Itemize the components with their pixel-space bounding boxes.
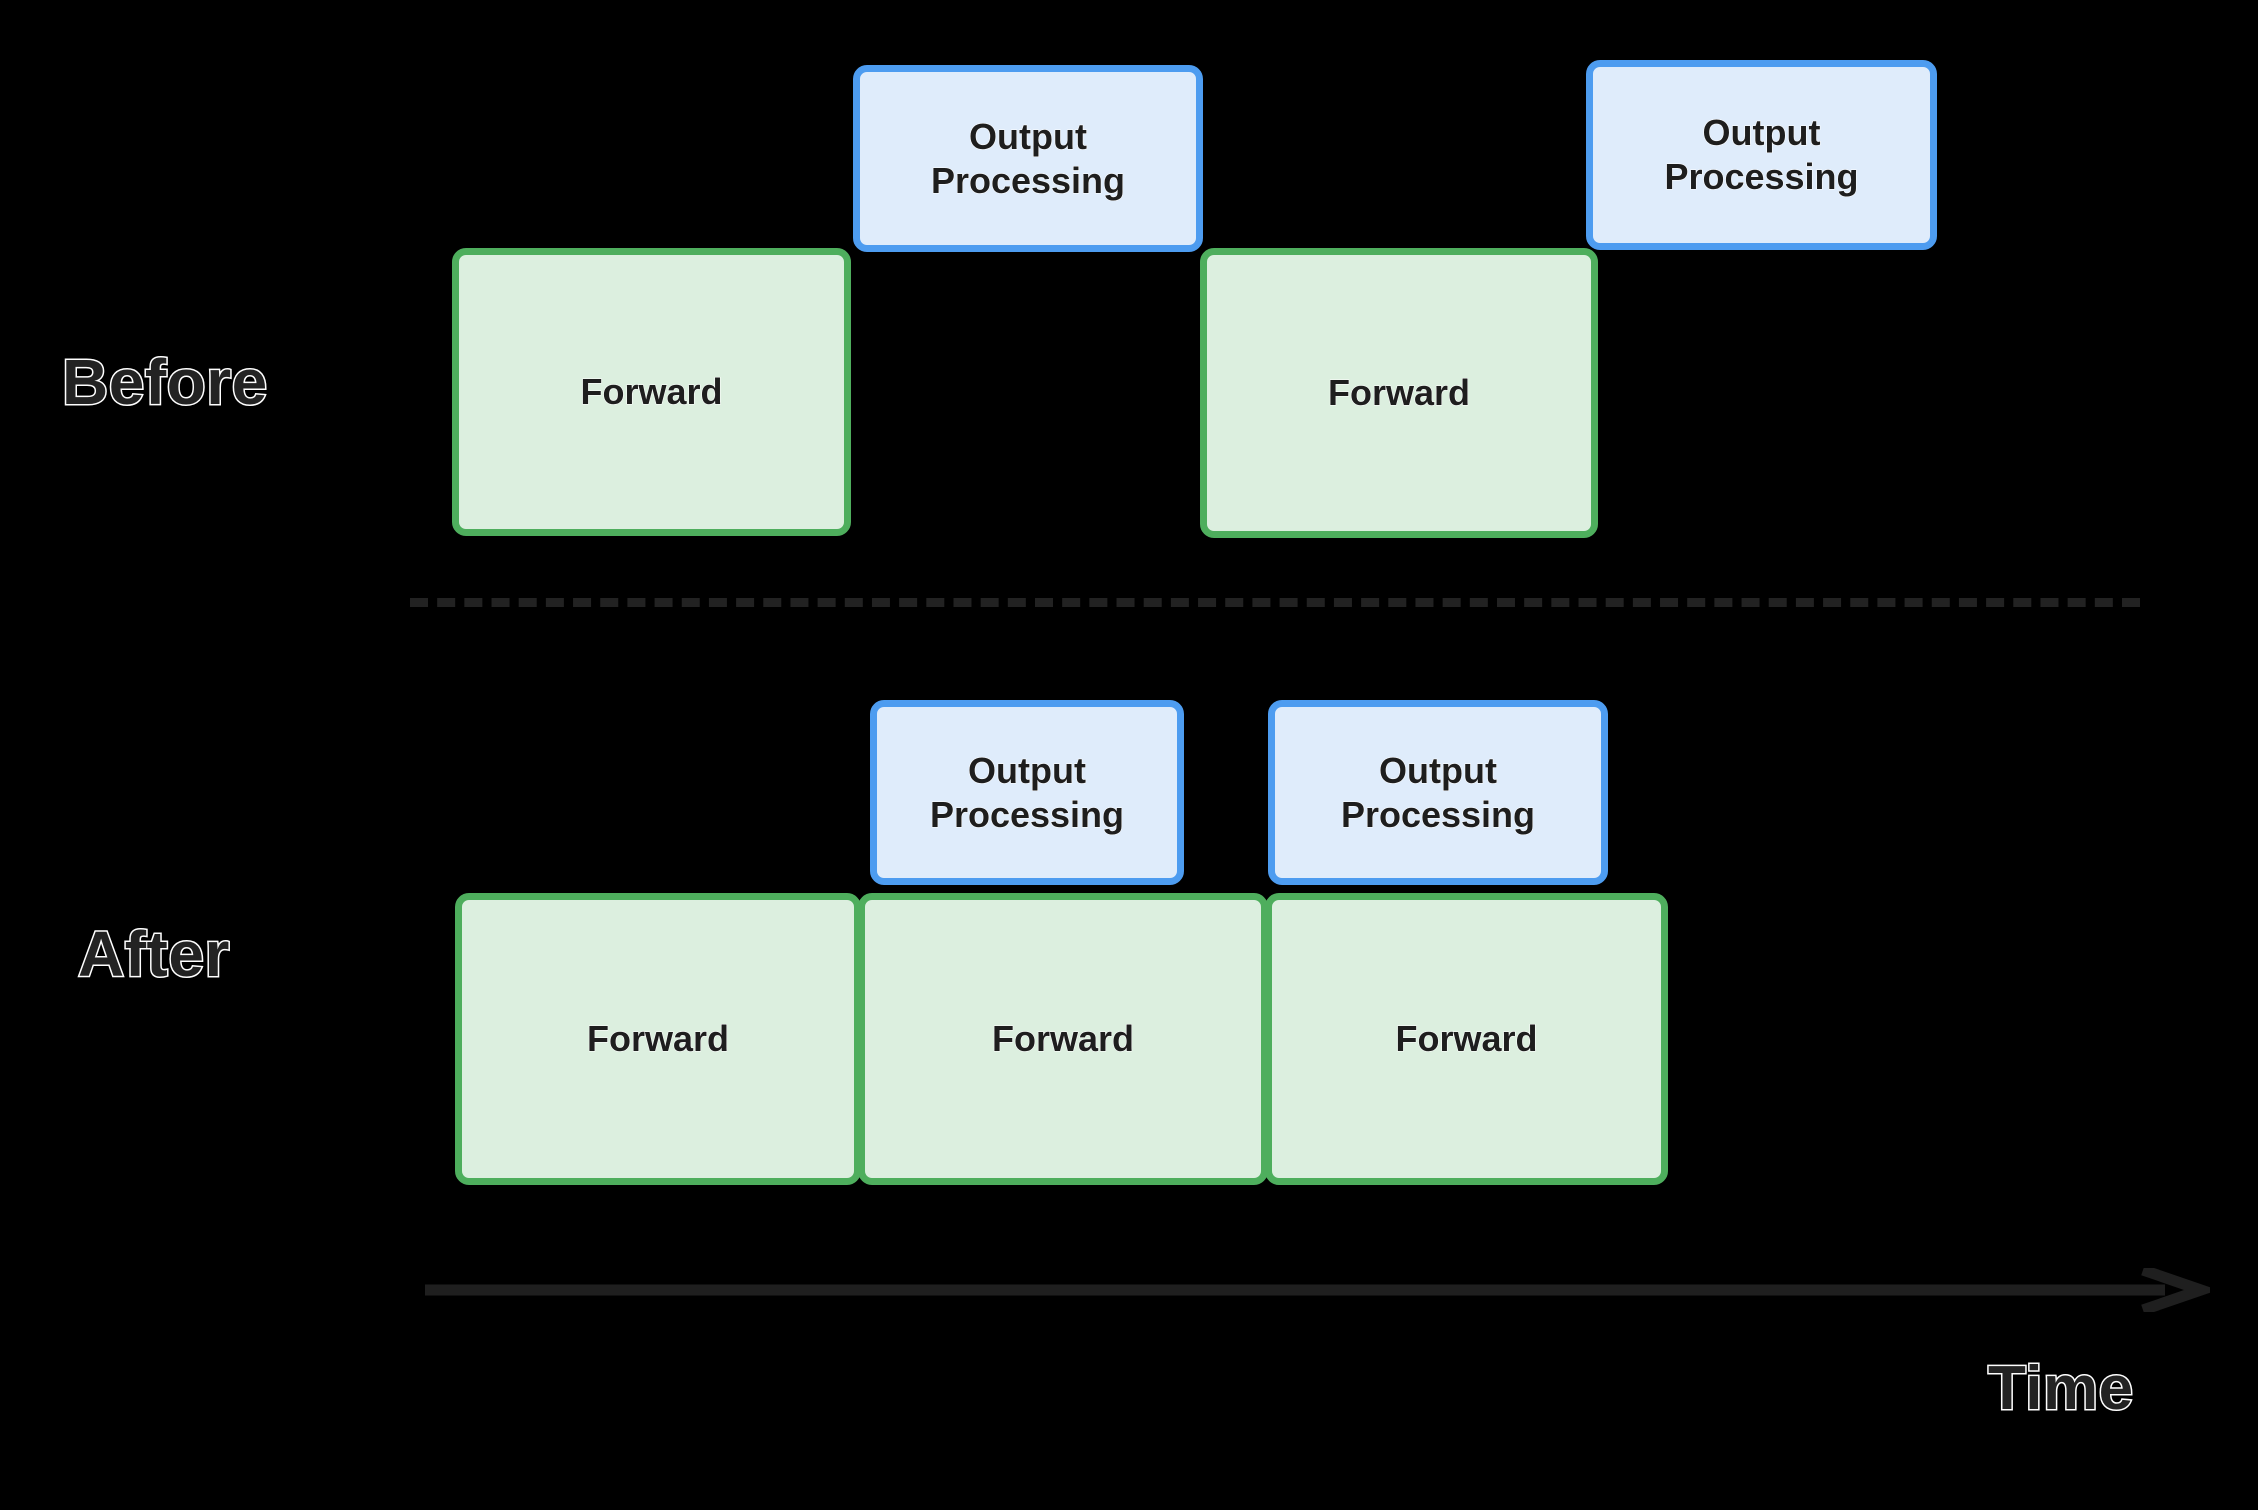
before-forward-block-2-label: Forward <box>1327 372 1470 414</box>
after-forward-block-3-label: Forward <box>1395 1018 1538 1060</box>
time-axis-label: Time <box>1987 1354 2135 1423</box>
after-output-block-2-label: Output Processing <box>1340 749 1536 835</box>
before-output-block-2-label: Output Processing <box>1664 112 1859 198</box>
after-forward-block-2: Forward <box>858 893 1268 1185</box>
after-forward-block-1: Forward <box>455 893 861 1185</box>
section-divider <box>410 598 2140 607</box>
after-output-block-1-label: Output Processing <box>929 749 1125 835</box>
before-output-block-1-label: Output Processing <box>930 115 1126 201</box>
before-forward-block-1-label: Forward <box>580 371 723 413</box>
row-label-after: After <box>77 918 231 990</box>
before-output-block-2: Output Processing <box>1586 60 1937 250</box>
before-forward-block-2: Forward <box>1200 248 1598 538</box>
after-forward-block-3: Forward <box>1265 893 1668 1185</box>
row-label-before: Before <box>61 346 269 418</box>
before-forward-block-1: Forward <box>452 248 851 536</box>
after-forward-block-2-label: Forward <box>991 1018 1134 1060</box>
after-forward-block-1-label: Forward <box>586 1018 729 1060</box>
after-output-block-1: Output Processing <box>870 700 1184 885</box>
before-output-block-1: Output Processing <box>853 65 1203 252</box>
after-output-block-2: Output Processing <box>1268 700 1608 885</box>
time-axis-arrow <box>425 1268 2210 1312</box>
